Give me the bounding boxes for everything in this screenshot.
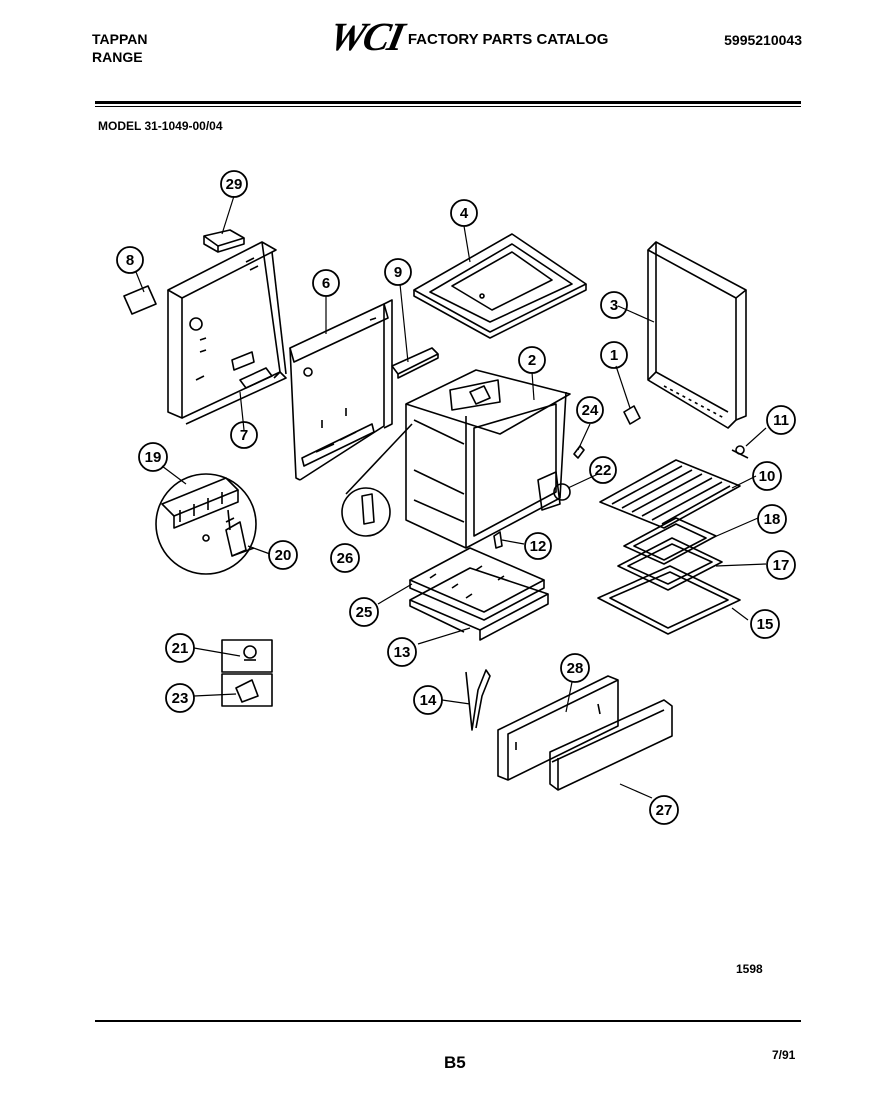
part-2-oven-body <box>405 369 571 549</box>
callouts: 29 8 6 9 4 3 1 2 24 11 22 10 18 17 15 12… <box>116 170 796 825</box>
callout-14: 14 <box>413 685 443 715</box>
brand-label: TAPPAN RANGE <box>92 30 147 66</box>
callout-10-label: 10 <box>759 468 776 485</box>
callout-3: 3 <box>600 291 628 319</box>
callout-12: 12 <box>524 532 552 560</box>
part-22-grommet <box>553 483 571 501</box>
callout-22-label: 22 <box>595 462 612 479</box>
part-13-drawer-frame <box>409 567 549 641</box>
leader-lines <box>135 195 767 799</box>
callout-29-label: 29 <box>226 176 243 193</box>
part-15-drawer-pan <box>597 565 741 635</box>
callout-10: 10 <box>752 461 782 491</box>
callout-13-label: 13 <box>394 644 411 661</box>
part-29-bracket <box>203 229 245 253</box>
callout-28: 28 <box>560 653 590 683</box>
brand-line-1: TAPPAN <box>92 31 148 47</box>
callout-18-label: 18 <box>764 511 781 528</box>
part-1-clip <box>623 405 641 425</box>
callout-25: 25 <box>349 597 379 627</box>
callout-11: 11 <box>766 405 796 435</box>
callout-23: 23 <box>165 683 195 713</box>
part-20-bracket <box>225 521 255 557</box>
callout-6-label: 6 <box>322 275 330 292</box>
part-23-fastener <box>221 673 273 707</box>
callout-15: 15 <box>750 609 780 639</box>
callout-27-label: 27 <box>656 802 673 819</box>
callout-21-label: 21 <box>172 640 189 657</box>
model-label: MODEL 31-1049-00/04 <box>98 119 223 133</box>
callout-29: 29 <box>220 170 248 198</box>
part-3-door-frame <box>647 241 747 429</box>
callout-12-label: 12 <box>530 538 547 555</box>
callout-9-label: 9 <box>394 264 402 281</box>
callout-14-label: 14 <box>420 692 437 709</box>
part-14-hinge <box>465 669 491 731</box>
callout-8-label: 8 <box>126 252 134 269</box>
callout-17-label: 17 <box>773 557 790 574</box>
callout-2: 2 <box>518 346 546 374</box>
part-21-fastener <box>221 639 273 673</box>
page-code: B5 <box>444 1053 466 1072</box>
part-27-drawer-front <box>549 699 673 791</box>
part-9-strip <box>391 347 439 379</box>
part-26-clip <box>341 423 413 537</box>
callout-15-label: 15 <box>757 616 774 633</box>
callout-24-label: 24 <box>582 402 599 419</box>
callout-17: 17 <box>766 550 796 580</box>
callout-25-label: 25 <box>356 604 373 621</box>
callout-27: 27 <box>649 795 679 825</box>
part-19-manifold <box>155 473 257 575</box>
callout-9: 9 <box>384 258 412 286</box>
callout-13: 13 <box>387 637 417 667</box>
callout-1-label: 1 <box>610 347 618 364</box>
callout-22: 22 <box>589 456 617 484</box>
header-rule <box>95 101 801 104</box>
brand-line-2: RANGE <box>92 49 143 65</box>
callout-20: 20 <box>268 540 298 570</box>
footer-rule <box>95 1020 801 1022</box>
callout-2-label: 2 <box>528 352 536 369</box>
callout-6: 6 <box>312 269 340 297</box>
callout-8: 8 <box>116 246 144 274</box>
callout-4: 4 <box>450 199 478 227</box>
callout-1: 1 <box>600 341 628 369</box>
header-rule-thin <box>95 106 801 107</box>
diagram-number: 1598 <box>736 962 763 976</box>
callout-21: 21 <box>165 633 195 663</box>
part-8-plate <box>123 285 157 315</box>
callout-3-label: 3 <box>610 297 618 314</box>
callout-4-label: 4 <box>460 205 469 222</box>
callout-26-label: 26 <box>337 550 354 567</box>
catalog-number: 5995210043 <box>724 32 802 48</box>
part-4-cooktop <box>413 233 587 339</box>
part-12-clip <box>493 531 503 549</box>
callout-19: 19 <box>138 442 168 472</box>
part-11-screw <box>731 445 749 459</box>
revision-date: 7/91 <box>772 1048 796 1062</box>
callout-7: 7 <box>230 421 258 449</box>
part-6-panel <box>289 299 393 481</box>
callout-11-label: 11 <box>773 412 789 429</box>
part-7-back-panel <box>167 241 287 425</box>
callout-20-label: 20 <box>275 547 292 564</box>
catalog-title: FACTORY PARTS CATALOG <box>407 30 609 48</box>
callout-28-label: 28 <box>567 660 584 677</box>
catalog-heading: WCI FACTORY PARTS CATALOG <box>325 14 609 59</box>
callout-23-label: 23 <box>172 690 189 707</box>
callout-18: 18 <box>757 504 787 534</box>
callout-26: 26 <box>330 543 360 573</box>
callout-7-label: 7 <box>240 427 248 444</box>
part-28-panel <box>497 675 619 781</box>
part-10-oven-rack <box>599 459 741 529</box>
callout-19-label: 19 <box>145 449 162 466</box>
callout-24: 24 <box>576 396 604 424</box>
